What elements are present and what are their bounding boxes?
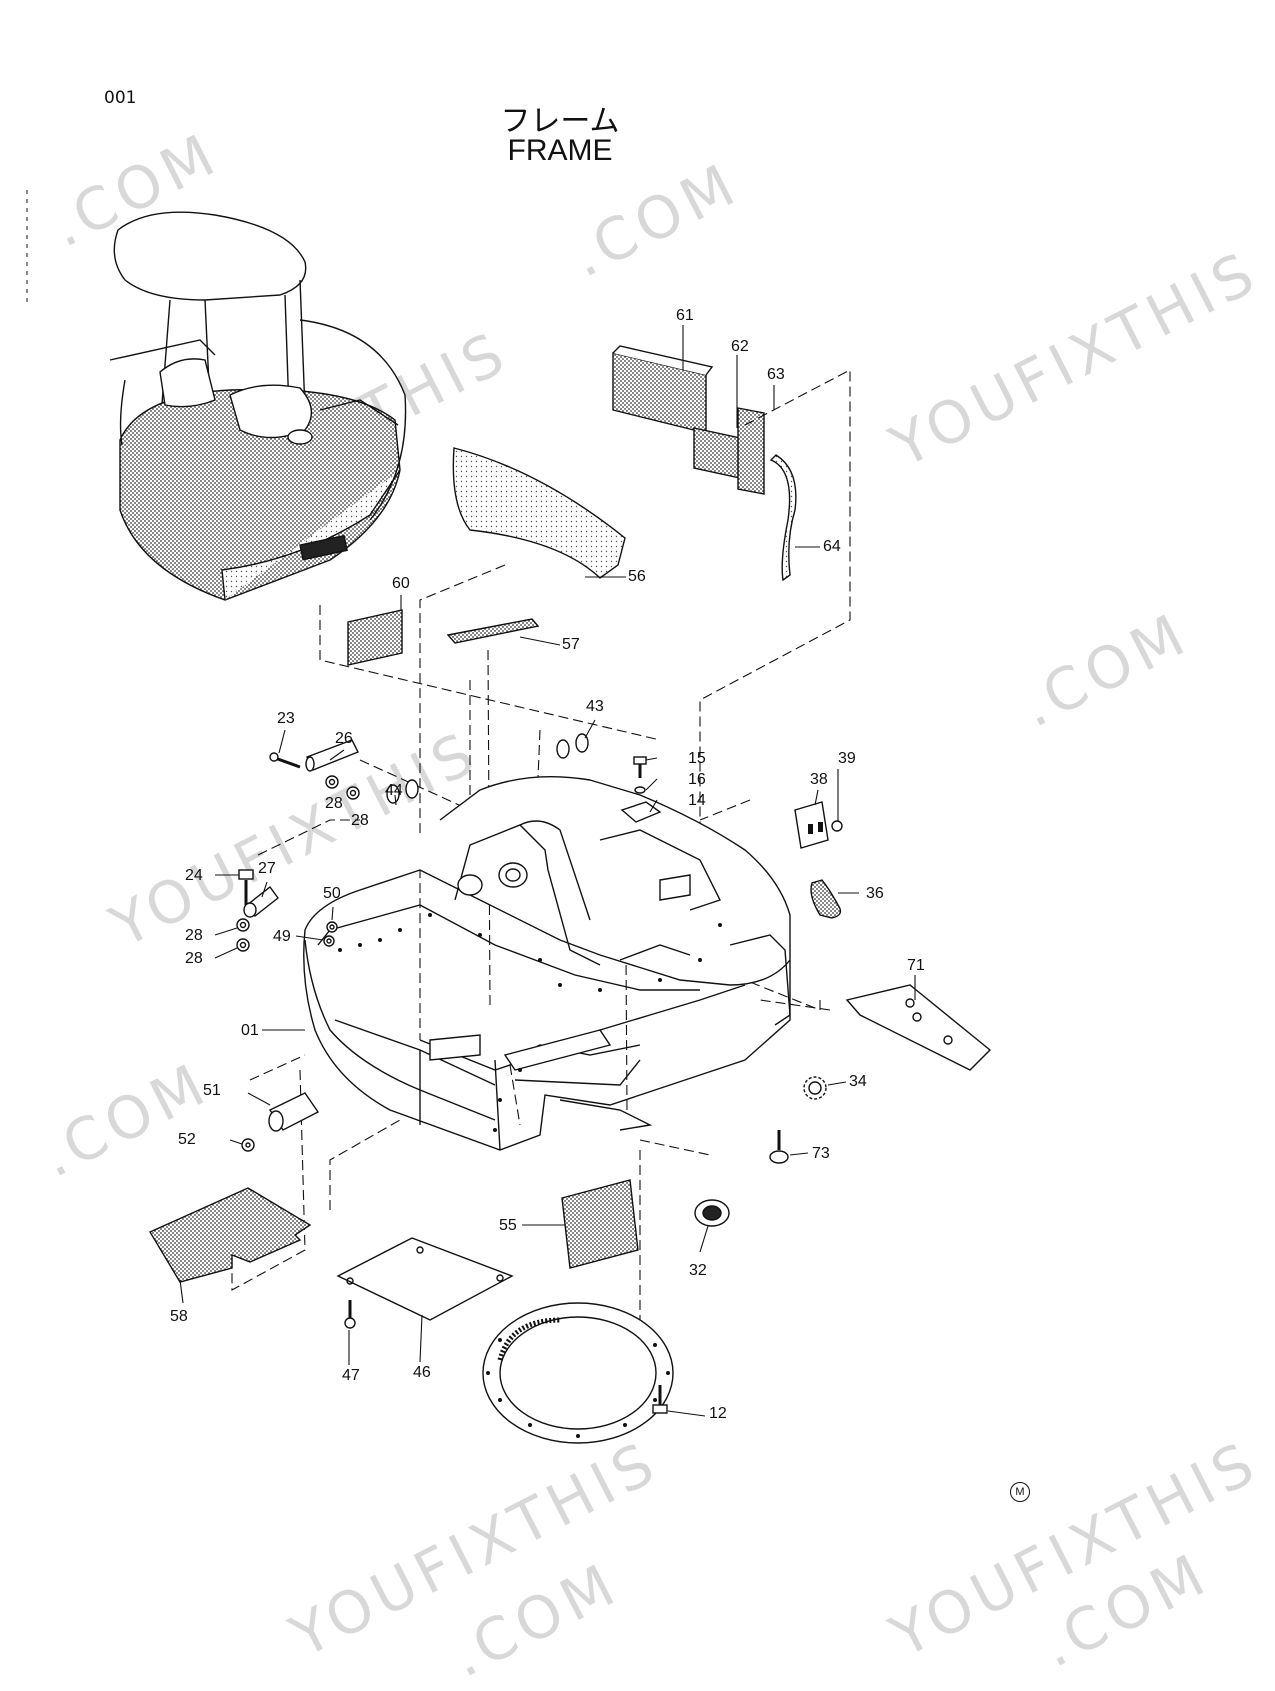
callout-49: 49 — [273, 928, 291, 945]
callout-16: 16 — [688, 771, 706, 788]
callout-58: 58 — [170, 1308, 188, 1325]
callout-12: 12 — [709, 1405, 727, 1422]
callout-26: 26 — [335, 730, 353, 747]
callout-23: 23 — [277, 710, 295, 727]
callout-15: 15 — [688, 750, 706, 767]
callout-46: 46 — [413, 1364, 431, 1381]
callout-73: 73 — [812, 1145, 830, 1162]
callout-63: 63 — [767, 366, 785, 383]
callout-01: 01 — [241, 1022, 259, 1039]
revision-mark: M — [1010, 1482, 1030, 1502]
callout-61: 61 — [676, 307, 694, 324]
callout-50: 50 — [323, 885, 341, 902]
callout-27: 27 — [258, 860, 276, 877]
machine-overview-illustration — [109, 211, 407, 601]
callout-60: 60 — [392, 575, 410, 592]
callout-64: 64 — [823, 538, 841, 555]
callout-52: 52 — [178, 1131, 196, 1148]
callout-62: 62 — [731, 338, 749, 355]
callout-39: 39 — [838, 750, 856, 767]
callout-71: 71 — [907, 957, 925, 974]
frame-body — [303, 775, 791, 1151]
callout-38: 38 — [810, 771, 828, 788]
callout-55: 55 — [499, 1217, 517, 1234]
callout-47: 47 — [342, 1367, 360, 1384]
title-english: FRAME — [507, 134, 613, 167]
title-japanese: フレーム — [500, 104, 620, 139]
callout-28: 28 — [185, 950, 203, 967]
callout-36: 36 — [866, 885, 884, 902]
callout-28: 28 — [185, 927, 203, 944]
callout-43: 43 — [586, 698, 604, 715]
callout-14: 14 — [688, 792, 706, 809]
callout-57: 57 — [562, 636, 580, 653]
callout-28: 28 — [325, 795, 343, 812]
callout-56: 56 — [628, 568, 646, 585]
callout-24: 24 — [185, 867, 203, 884]
page-number: 001 — [104, 88, 137, 108]
callout-28: 28 — [351, 812, 369, 829]
callout-34: 34 — [849, 1073, 867, 1090]
callout-32: 32 — [689, 1262, 707, 1279]
frame-exploded-diagram — [26, 190, 992, 1444]
callout-51: 51 — [203, 1082, 221, 1099]
callout-44: 44 — [385, 782, 403, 799]
